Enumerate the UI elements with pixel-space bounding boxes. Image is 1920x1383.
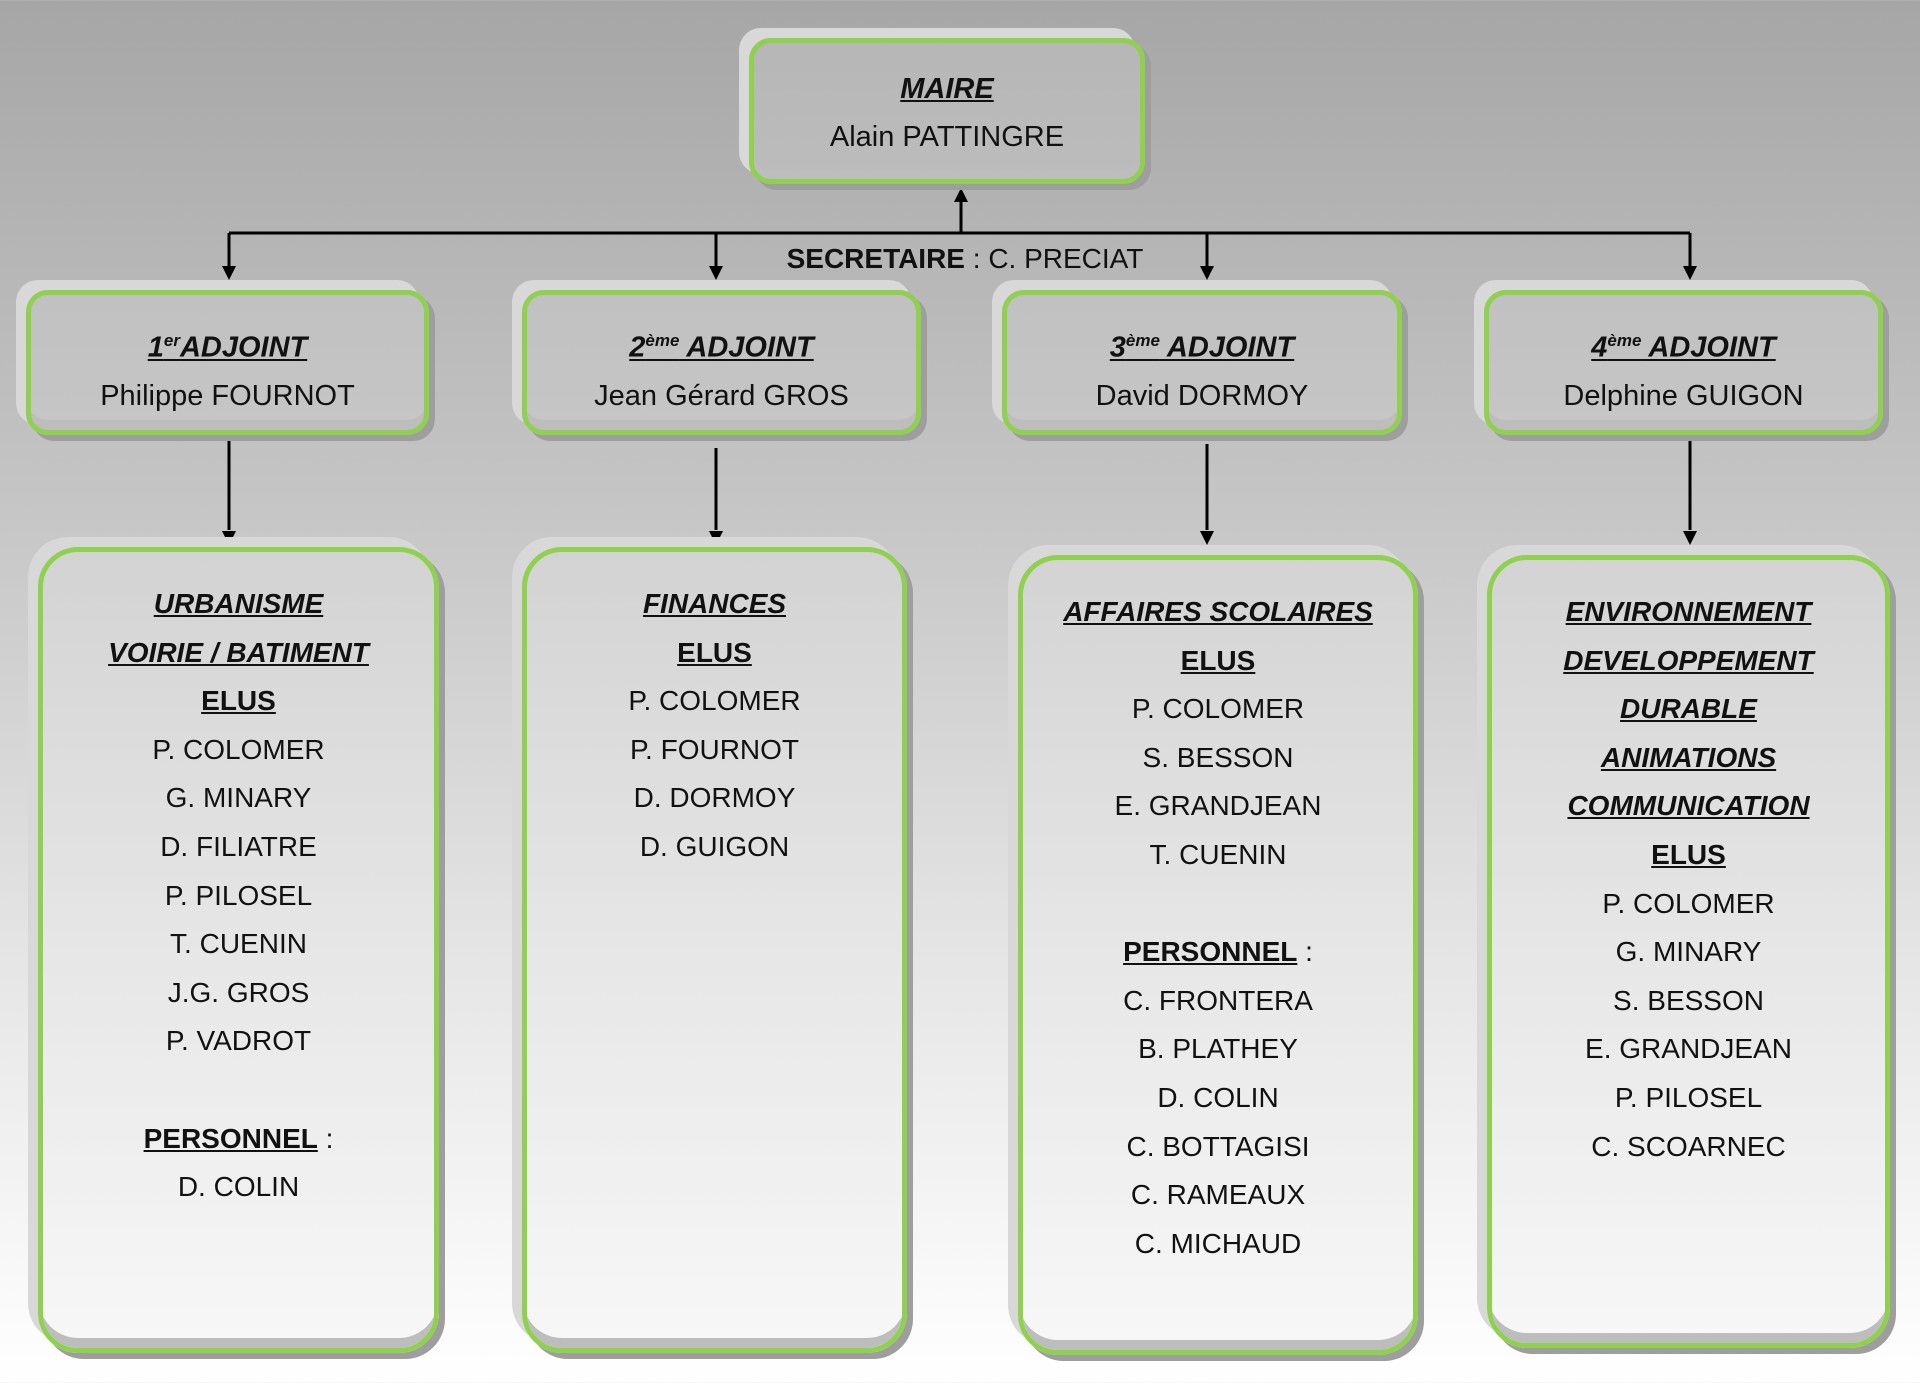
adjoint-title: 4ème ADJOINT: [1489, 317, 1878, 372]
elu-name: T. CUENIN: [170, 928, 307, 960]
elu-name: J.G. GROS: [167, 976, 310, 1008]
secretaire-sep: :: [964, 243, 989, 274]
adjoint-name: David DORMOY: [1095, 379, 1309, 412]
elu-name: G. MINARY: [165, 782, 312, 814]
elu-name: D. GUIGON: [639, 830, 790, 862]
elus-heading: ELUS: [677, 636, 752, 668]
adjoint-label: ADJOINT: [1159, 331, 1295, 364]
personnel-name: C. BOTTAGISI: [1126, 1130, 1310, 1162]
elu-name: P. COLOMER: [1131, 693, 1305, 725]
maire-box: MAIRE Alain PATTINGRE: [749, 38, 1145, 184]
adjoint-rank: 4: [1591, 331, 1608, 364]
maire-name: Alain PATTINGRE: [829, 121, 1065, 153]
adjoint-rank: 3: [1109, 331, 1126, 364]
elu-name: S. BESSON: [1142, 741, 1294, 773]
commission-title: FINANCES: [642, 588, 787, 619]
elu-name: S. BESSON: [1613, 984, 1764, 1016]
adjoint-2-box: 2ème ADJOINT Jean Gérard GROS: [522, 290, 921, 435]
commission-title: VOIRIE / BATIMENT: [108, 636, 369, 668]
secretaire-title: SECRETAIRE: [786, 243, 965, 274]
elu-name: P. FOURNOT: [629, 733, 800, 765]
elu-name: P. VADROT: [165, 1025, 312, 1057]
adjoint-3-box: 3ème ADJOINT David DORMOY: [1002, 290, 1402, 435]
personnel-name: C. FRONTERA: [1123, 984, 1313, 1016]
elu-name: E. GRANDJEAN: [1114, 790, 1322, 822]
elu-name: P. COLOMER: [152, 733, 325, 765]
adjoint-1-box: 1erADJOINT Philippe FOURNOT: [26, 290, 429, 435]
adjoint-rank-suffix: ème: [1125, 331, 1160, 350]
elus-heading: ELUS: [1180, 644, 1256, 676]
adjoint-rank: 2: [629, 331, 646, 364]
personnel-sep: :: [317, 1122, 334, 1154]
adjoint-label: ADJOINT: [179, 331, 308, 364]
adjoint-rank: 1: [147, 331, 164, 364]
personnel-heading: PERSONNEL :: [1023, 928, 1413, 977]
elu-name: G. MINARY: [1615, 936, 1762, 968]
commission-2-box: FINANCES ELUS P. COLOMER P. FOURNOT D. DORMO…: [522, 547, 907, 1353]
commission-3-box: AFFAIRES SCOLAIRES ELUS P. COLOMER S. BESSO…: [1018, 555, 1418, 1355]
elu-name: C. SCOARNEC: [1591, 1130, 1786, 1162]
commission-title: URBANISME: [153, 588, 324, 619]
adjoint-rank-suffix: ème: [1607, 331, 1642, 350]
secretaire-label: SECRETAIRE : C. PRECIAT: [0, 243, 1920, 275]
adjoint-title: 2ème ADJOINT: [527, 317, 916, 372]
personnel-name: B. PLATHEY: [1138, 1033, 1298, 1065]
personnel-name: D. COLIN: [1157, 1081, 1279, 1113]
elu-name: T. CUENIN: [1149, 838, 1287, 870]
elu-name: P. COLOMER: [1602, 887, 1775, 919]
elu-name: P. COLOMER: [628, 685, 801, 717]
commission-title: AFFAIRES SCOLAIRES: [1063, 596, 1373, 627]
commission-title: DURABLE: [1620, 693, 1757, 725]
adjoint-rank-suffix: ème: [645, 331, 680, 350]
elus-heading: ELUS: [1651, 838, 1726, 870]
personnel-name: D. COLIN: [177, 1171, 300, 1203]
adjoint-rank-suffix: er: [163, 331, 180, 350]
adjoint-name: Jean Gérard GROS: [594, 379, 849, 412]
personnel-label: PERSONNEL: [1123, 936, 1298, 968]
commission-4-box: ENVIRONNEMENT DEVELOPPEMENT DURABLE ANIMATI…: [1487, 555, 1890, 1348]
adjoint-4-box: 4ème ADJOINT Delphine GUIGON: [1484, 290, 1883, 435]
commission-1-box: URBANISME VOIRIE / BATIMENT ELUS P. COLOMER…: [38, 547, 439, 1353]
adjoint-label: ADJOINT: [679, 331, 814, 364]
elus-heading: ELUS: [201, 685, 276, 717]
personnel-name: C. RAMEAUX: [1130, 1179, 1306, 1211]
adjoint-name: Delphine GUIGON: [1563, 379, 1804, 412]
adjoint-name: Philippe FOURNOT: [100, 379, 355, 412]
commission-title: COMMUNICATION: [1567, 790, 1810, 822]
maire-title: MAIRE: [900, 73, 994, 105]
elu-name: D. DORMOY: [633, 782, 796, 814]
personnel-label: PERSONNEL: [143, 1122, 318, 1154]
adjoint-label: ADJOINT: [1641, 331, 1776, 364]
commission-title: ENVIRONNEMENT: [1565, 596, 1812, 627]
commission-title: DEVELOPPEMENT: [1563, 644, 1814, 676]
adjoint-title: 3ème ADJOINT: [1007, 317, 1397, 372]
elu-name: P. PILOSEL: [164, 879, 313, 911]
personnel-sep: :: [1297, 936, 1313, 968]
elu-name: E. GRANDJEAN: [1585, 1033, 1792, 1065]
elu-name: P. PILOSEL: [1614, 1081, 1763, 1113]
elu-name: D. FILIATRE: [160, 830, 317, 862]
adjoint-title: 1erADJOINT: [31, 317, 424, 372]
secretaire-name: C. PRECIAT: [988, 243, 1144, 274]
personnel-name: C. MICHAUD: [1134, 1227, 1302, 1259]
commission-title: ANIMATIONS: [1600, 741, 1777, 773]
personnel-heading: PERSONNEL :: [43, 1115, 434, 1164]
